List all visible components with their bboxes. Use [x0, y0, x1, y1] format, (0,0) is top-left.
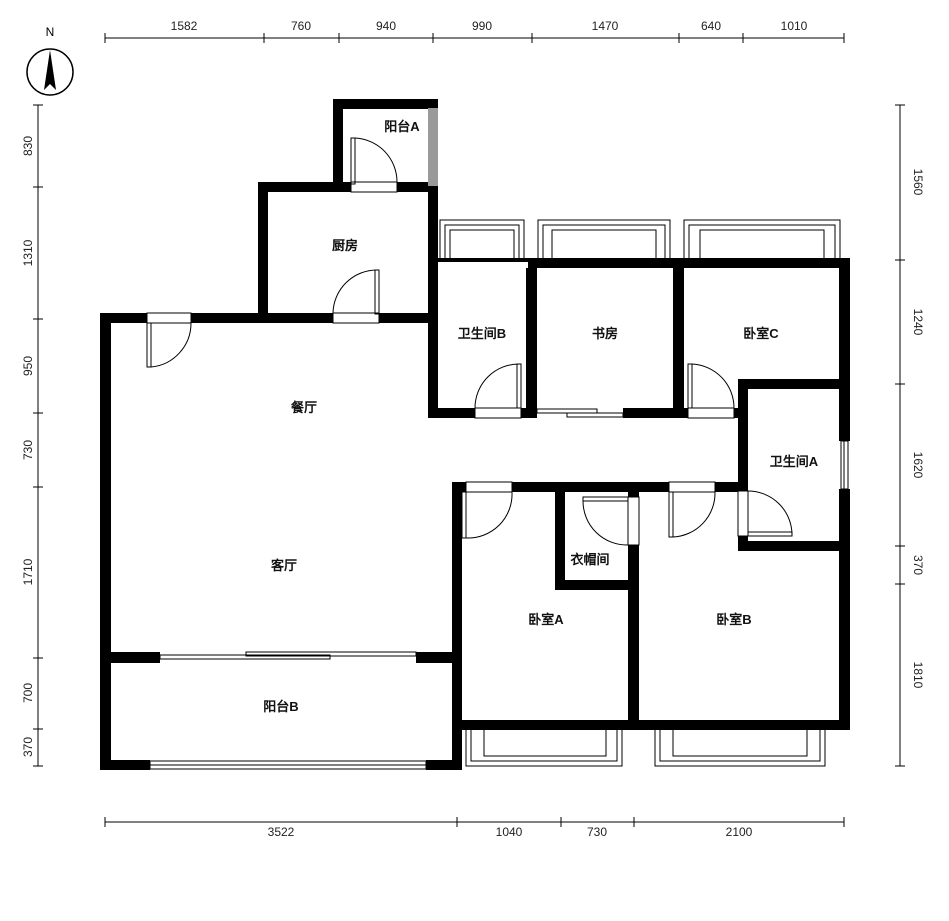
dim-left-5: 1710	[21, 558, 35, 585]
dim-right-1: 1560	[911, 169, 925, 196]
room-label-living: 客厅	[271, 558, 297, 573]
dim-bottom-4: 2100	[726, 825, 753, 839]
dim-top-3: 940	[376, 19, 396, 33]
room-label-bedroom-a: 卧室A	[528, 612, 564, 627]
dim-left-1: 830	[21, 136, 35, 156]
room-label-bedroom-c: 卧室C	[743, 326, 779, 341]
dim-top-2: 760	[291, 19, 311, 33]
door-leaf	[146, 322, 152, 368]
bay-windows	[439, 219, 841, 767]
dim-right-5: 1810	[911, 662, 925, 689]
dim-right-2: 1240	[911, 309, 925, 336]
dim-top-5: 1470	[592, 19, 619, 33]
dim-right-4: 370	[911, 555, 925, 575]
room-label-dining: 餐厅	[290, 400, 317, 415]
room-label-balcony-a: 阳台A	[384, 119, 420, 134]
room-labels: 阳台A 厨房 卫生间B 书房 卧室C 餐厅 卫生间A 客厅 衣帽间 卧室A 卧室…	[263, 119, 819, 714]
door-details	[146, 137, 849, 770]
dim-bottom-2: 1040	[496, 825, 523, 839]
dim-left-4: 730	[21, 440, 35, 460]
dim-bottom-1: 3522	[268, 825, 295, 839]
dim-left-2: 1310	[21, 239, 35, 266]
dimension-lines	[33, 33, 905, 827]
dimension-labels: 1582 760 940 990 1470 640 1010 3522 1040…	[21, 19, 925, 839]
dim-left-3: 950	[21, 356, 35, 376]
walls	[100, 99, 850, 770]
north-arrow-icon	[44, 50, 56, 90]
room-label-study: 书房	[592, 326, 618, 341]
dim-left-7: 370	[21, 737, 35, 757]
dim-top-6: 640	[701, 19, 721, 33]
dim-bottom-3: 730	[587, 825, 607, 839]
dim-top-4: 990	[472, 19, 492, 33]
room-label-kitchen: 厨房	[332, 238, 358, 253]
room-label-bedroom-b: 卧室B	[716, 612, 751, 627]
room-label-bathroom-a: 卫生间A	[770, 454, 819, 469]
room-label-cloakroom: 衣帽间	[570, 552, 609, 567]
dim-top-7: 1010	[781, 19, 808, 33]
compass-label: N	[46, 25, 55, 39]
dim-left-6: 700	[21, 683, 35, 703]
dim-right-3: 1620	[911, 452, 925, 479]
compass: N	[26, 25, 74, 96]
compass-circle	[26, 48, 74, 96]
dim-top-1: 1582	[171, 19, 198, 33]
room-label-bathroom-b: 卫生间B	[458, 326, 506, 341]
door-swing	[150, 322, 192, 368]
room-label-balcony-b: 阳台B	[263, 699, 298, 714]
